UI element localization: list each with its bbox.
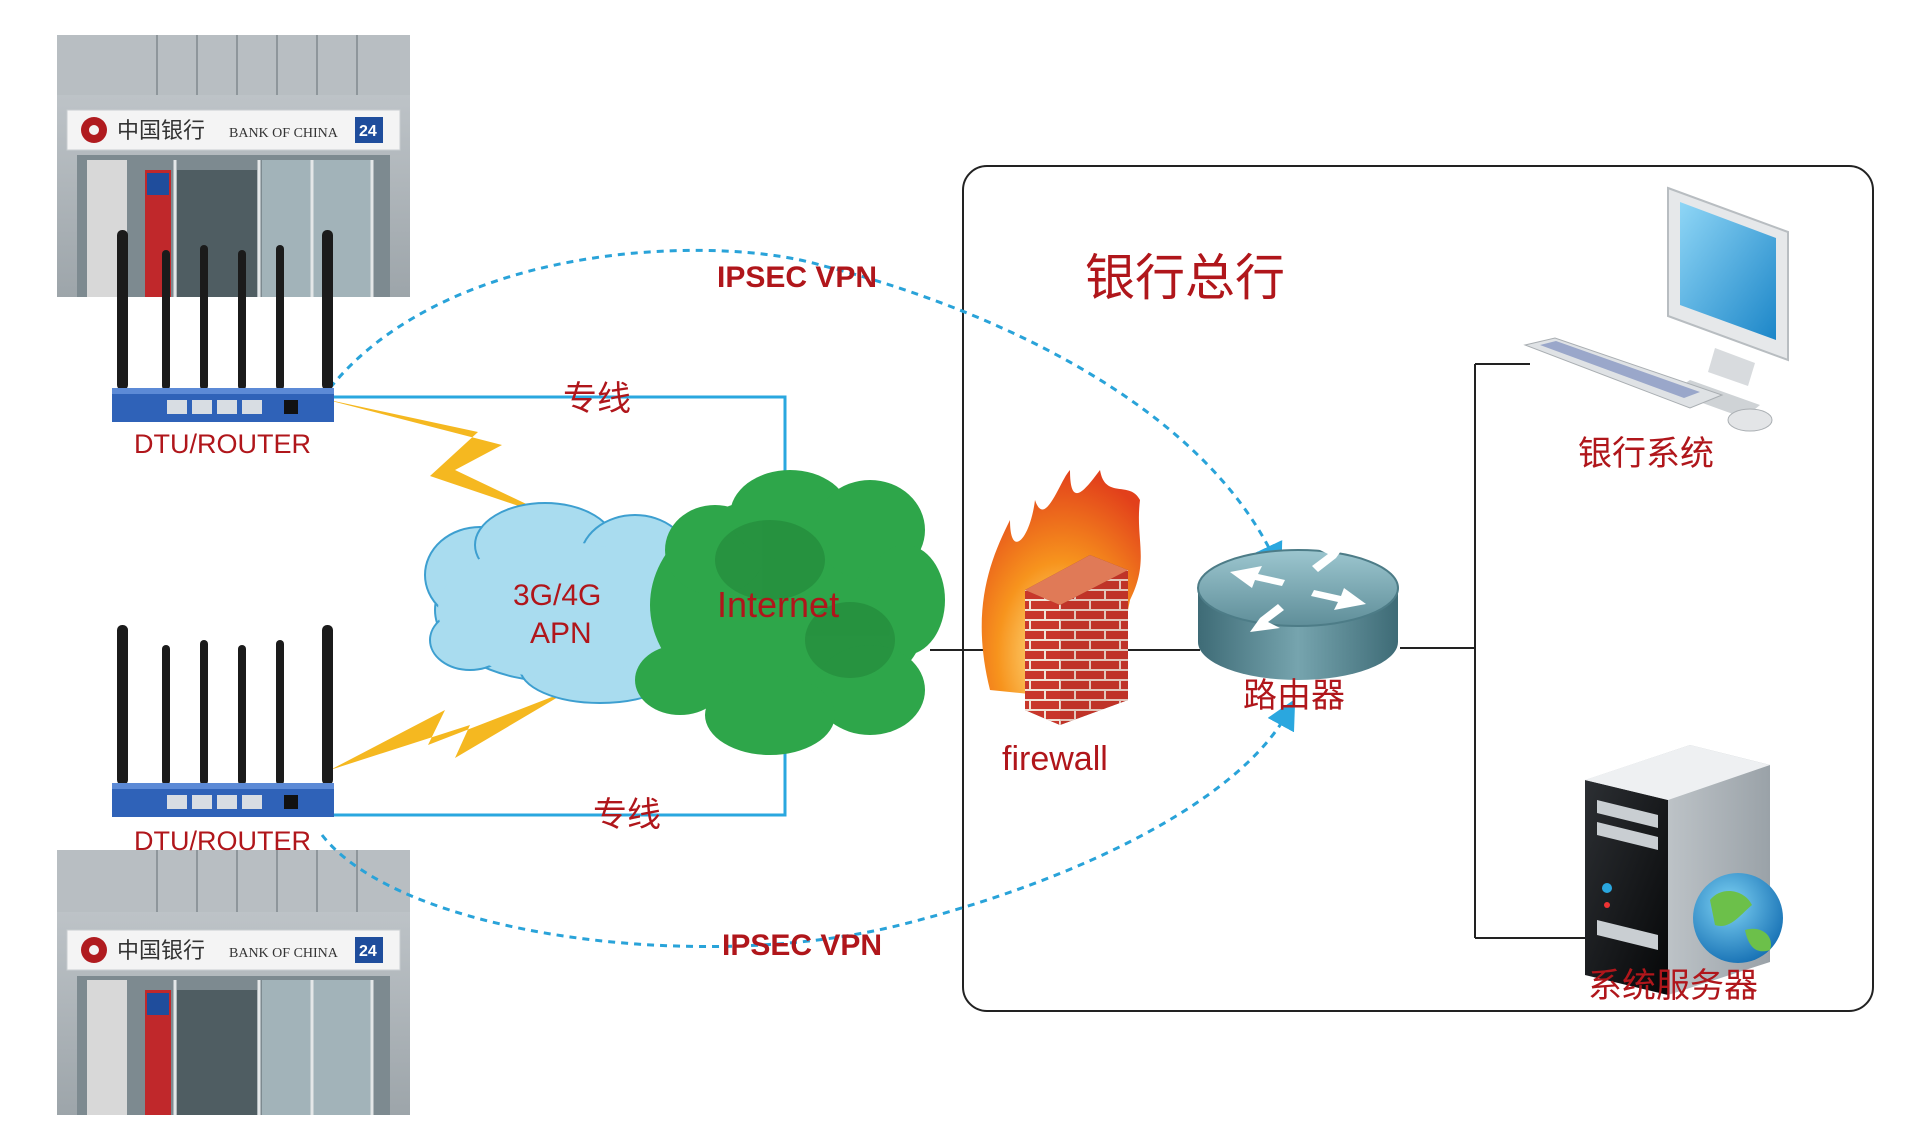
bank-system-label: 银行系统 [1578, 434, 1714, 474]
leased-line-label-top: 专线 [563, 379, 631, 419]
router-label-top: DTU/ROUTER [134, 429, 311, 459]
leased-line-label-bottom: 专线 [593, 795, 661, 835]
apn-label-line1: 3G/4G [513, 579, 601, 612]
dtu-router-bottom [112, 625, 334, 817]
apn-label-line2: APN [530, 617, 592, 650]
branch-badge-24: 24 [359, 943, 377, 960]
dtu-router-top [112, 230, 334, 422]
server-label: 系统服务器 [1588, 966, 1758, 1006]
apn-cloud [424, 502, 691, 704]
bank-system-computer-icon [1523, 186, 1789, 432]
branch-badge-24: 24 [359, 123, 377, 140]
core-router-label: 路由器 [1243, 676, 1345, 716]
hq-title: 银行总行 [1085, 249, 1285, 307]
core-router-icon [1197, 544, 1399, 680]
wireless-link-bottom [330, 690, 570, 770]
firewall-icon [981, 470, 1141, 725]
headquarters-boundary [962, 165, 1874, 1012]
branch-sign-en: BANK OF CHINA [229, 126, 339, 141]
system-server-icon [1585, 745, 1783, 995]
internet-label: Internet [717, 584, 839, 625]
vpn-tunnel-top [328, 248, 1283, 574]
branch-sign-cn: 中国银行 [117, 939, 205, 964]
branch-sign-cn: 中国银行 [117, 119, 205, 144]
vpn-label-bottom: IPSEC VPN [722, 929, 882, 962]
leased-line-bottom [330, 713, 800, 817]
firewall-label: firewall [1002, 740, 1108, 778]
leased-line-top [330, 395, 800, 520]
vpn-label-top: IPSEC VPN [717, 261, 877, 294]
bank-branch-photo-top: 中国银行 BANK OF CHINA 24 [57, 35, 410, 297]
wireless-link-top [320, 398, 560, 520]
internet-cloud [635, 470, 945, 755]
branch-sign-en: BANK OF CHINA [229, 946, 339, 961]
router-label-bottom: DTU/ROUTER [134, 826, 311, 856]
bank-branch-photo-bottom: 中国银行 BANK OF CHINA 24 [57, 850, 410, 1115]
